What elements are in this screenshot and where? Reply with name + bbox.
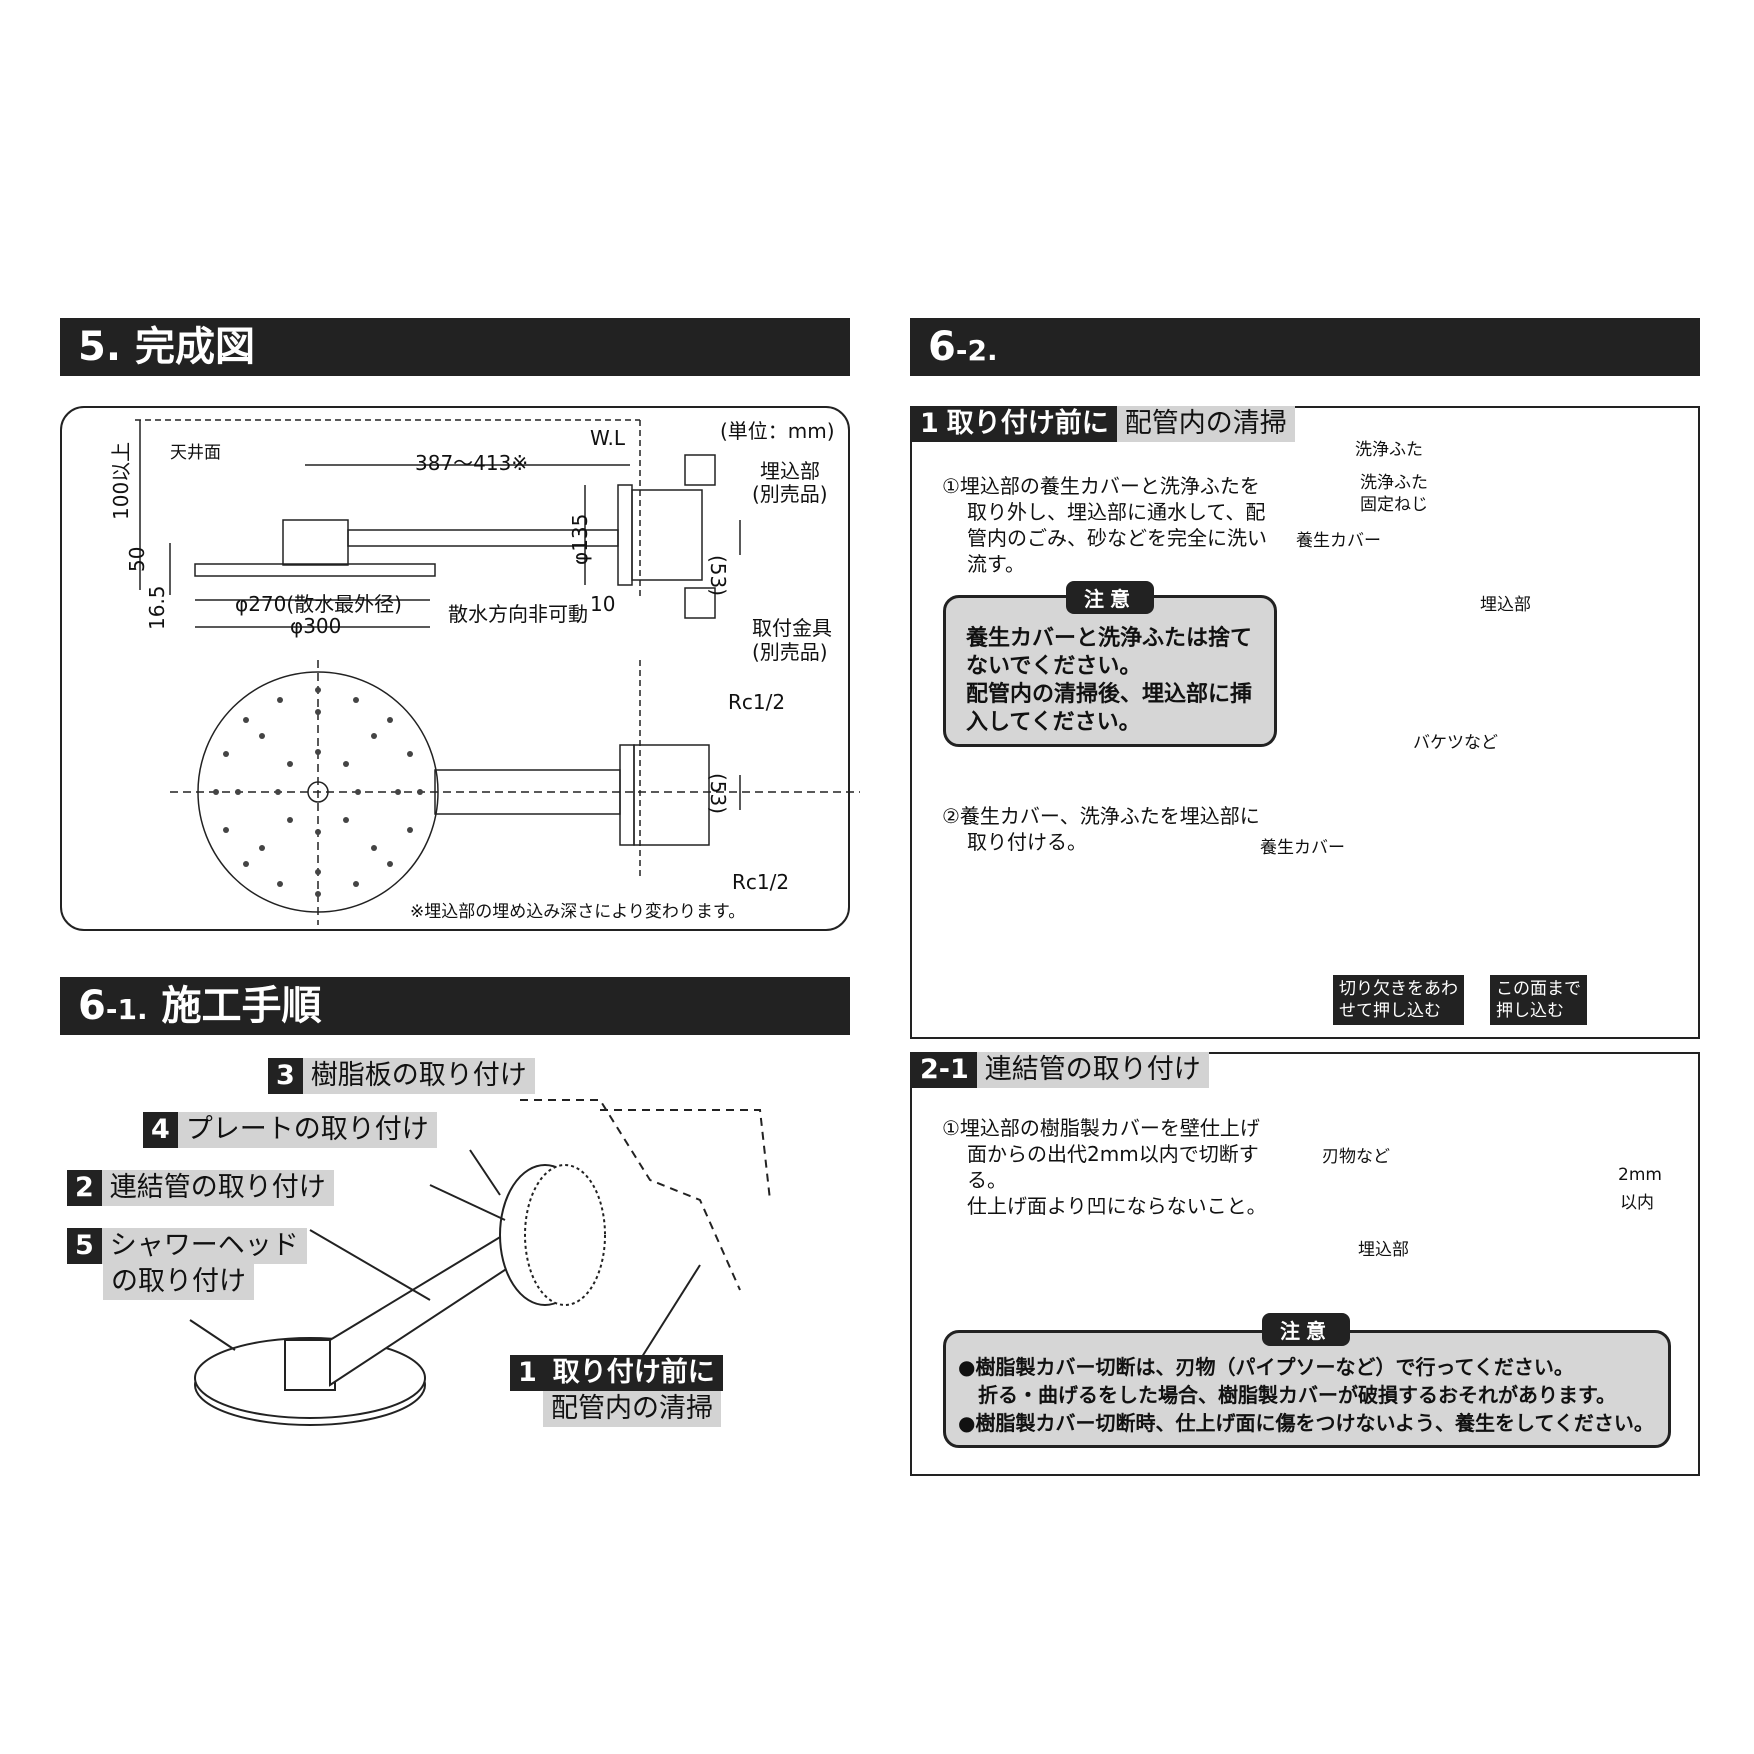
connecting-caution-line1: ●樹脂製カバー切断は、刃物（パイプソーなど）で行ってください。 bbox=[958, 1355, 1574, 1379]
step-4-num: 4 bbox=[143, 1112, 178, 1148]
embed-part-label-2: 埋込部 bbox=[1480, 595, 1531, 615]
section-6-1-number: 6 bbox=[78, 983, 106, 1029]
push-notch-note: 切り欠きをあわ せて押し込む bbox=[1333, 975, 1464, 1025]
connecting-step1-line2: 面からの出代2mm以内で切断す bbox=[967, 1142, 1259, 1166]
drawing-frame bbox=[60, 406, 850, 931]
spray-fixed-label: 散水方向非可動 bbox=[448, 602, 588, 626]
section-6-2-header: 6-2. bbox=[910, 318, 1700, 376]
connecting-step1-line3: る。 bbox=[967, 1168, 1007, 1192]
wash-lid-screw-label-b: 固定ねじ bbox=[1360, 495, 1428, 515]
cleaning-caution-line2: ないでください。 bbox=[966, 654, 1142, 679]
step-1-label: 取り付け前に bbox=[544, 1355, 723, 1391]
within-2mm-b: 以内 bbox=[1620, 1193, 1654, 1213]
pipe-cleaning-tag: 1 取り付け前に 配管内の清掃 bbox=[912, 406, 1295, 442]
dim-50: 50 bbox=[125, 546, 149, 572]
connecting-step1-line4: 仕上げ面より凹にならないこと。 bbox=[967, 1194, 1267, 1218]
embed-part-sold-separately: (別売品) bbox=[752, 482, 828, 506]
connecting-step1-line1: ①埋込部の樹脂製カバーを壁仕上げ bbox=[942, 1116, 1260, 1140]
dim-100: 100以上 bbox=[109, 441, 133, 520]
pipe-cleaning-num: 1 bbox=[912, 406, 947, 442]
dim-16-5: 16.5 bbox=[145, 585, 169, 630]
connecting-pipe-num: 2-1 bbox=[912, 1052, 977, 1088]
cleaning-caution-box: 養生カバーと洗浄ふたは捨て ないでください。 配管内の清掃後、埋込部に挿 入して… bbox=[943, 595, 1277, 747]
dim-300: φ300 bbox=[290, 614, 342, 638]
section-6-2-sub: -2. bbox=[955, 334, 998, 367]
step-3-num: 3 bbox=[268, 1058, 303, 1094]
section-5-header: 5. 完成図 bbox=[60, 318, 850, 376]
connecting-caution-line2: 折る・曲げるをした場合、樹脂製カバーが破損するおそれがあります。 bbox=[958, 1383, 1616, 1407]
connecting-caution-badge: 注意 bbox=[1262, 1313, 1350, 1346]
push-notch-line2: せて押し込む bbox=[1339, 1001, 1441, 1021]
cleaning-step2-line1: ②養生カバー、洗浄ふたを埋込部に bbox=[942, 804, 1260, 828]
cleaning-caution-line1: 養生カバーと洗浄ふたは捨て bbox=[966, 626, 1253, 651]
dim-270: φ270(散水最外径) bbox=[235, 592, 402, 616]
push-face-line1: この面まで bbox=[1496, 979, 1581, 999]
section-6-2-number: 6 bbox=[928, 324, 956, 370]
cleaning-step1-line4: 流す。 bbox=[967, 552, 1025, 576]
embed-part-label-3: 埋込部 bbox=[1358, 1240, 1409, 1260]
wl-label: W.L bbox=[590, 426, 625, 450]
protective-cover-label: 養生カバー bbox=[1296, 531, 1381, 551]
connecting-caution-line3: ●樹脂製カバー切断時、仕上げ面に傷をつけないよう、養生をしてください。 bbox=[958, 1411, 1654, 1435]
connecting-caution-box: ●樹脂製カバー切断は、刃物（パイプソーなど）で行ってください。 折る・曲げるをし… bbox=[943, 1330, 1671, 1448]
step-4-label: プレートの取り付け bbox=[177, 1112, 437, 1148]
drawing-footnote: ※埋込部の埋め込み深さにより変わります。 bbox=[410, 902, 746, 922]
step-5-label2: の取り付け bbox=[103, 1264, 254, 1300]
rc-bottom-label: Rc1/2 bbox=[732, 870, 790, 894]
cleaning-step1-line1: ①埋込部の養生カバーと洗浄ふたを bbox=[942, 474, 1260, 498]
step-1-num: 1 bbox=[510, 1355, 545, 1391]
cleaning-caution-line4: 入してください。 bbox=[966, 710, 1141, 735]
push-notch-line1: 切り欠きをあわ bbox=[1339, 979, 1458, 999]
step-2-num: 2 bbox=[67, 1170, 102, 1206]
pipe-cleaning-tag-a: 取り付け前に bbox=[946, 406, 1117, 442]
step-3-label: 樹脂板の取り付け bbox=[302, 1058, 535, 1094]
cleaning-step1-line3: 管内のごみ、砂などを完全に洗い bbox=[967, 526, 1267, 550]
step-5-tag: 5 シャワーヘッド bbox=[67, 1228, 307, 1264]
blade-label: 刃物など bbox=[1322, 1147, 1390, 1167]
section-6-1-header: 6-1. 施工手順 bbox=[60, 977, 850, 1035]
push-face-note: この面まで 押し込む bbox=[1490, 975, 1587, 1025]
spray-nozzles bbox=[213, 687, 423, 897]
step-5-label: シャワーヘッド bbox=[101, 1228, 307, 1264]
section-5-title: 完成図 bbox=[134, 324, 255, 370]
cleaning-caution-badge: 注意 bbox=[1066, 581, 1154, 614]
bucket-label: バケツなど bbox=[1413, 733, 1498, 753]
wash-lid-label: 洗浄ふた bbox=[1355, 440, 1423, 460]
step-1-tag: 1 取り付け前に bbox=[510, 1355, 723, 1391]
cleaning-step1-line2: 取り外し、埋込部に通水して、配 bbox=[967, 500, 1266, 524]
step-1-label2: 配管内の清掃 bbox=[543, 1391, 721, 1427]
step-5-num: 5 bbox=[67, 1228, 102, 1264]
step-2-label: 連結管の取り付け bbox=[101, 1170, 334, 1206]
section-6-1-title: 施工手順 bbox=[161, 983, 322, 1029]
dim-10: 10 bbox=[590, 592, 616, 616]
unit-label: (単位：mm) bbox=[720, 419, 835, 443]
wash-lid-screw-label-a: 洗浄ふた bbox=[1360, 473, 1428, 493]
dim-53-bottom: (53) bbox=[706, 773, 730, 815]
step-2-tag: 2 連結管の取り付け bbox=[67, 1170, 334, 1206]
push-face-line2: 押し込む bbox=[1496, 1001, 1564, 1021]
protective-cover-label-2: 養生カバー bbox=[1260, 838, 1345, 858]
section-5-number: 5. bbox=[78, 324, 122, 370]
pipe-cleaning-tag-b: 配管内の清掃 bbox=[1116, 406, 1295, 442]
cleaning-caution-line3: 配管内の清掃後、埋込部に挿 bbox=[966, 682, 1253, 707]
cleaning-step2-line2: 取り付ける。 bbox=[967, 830, 1087, 854]
within-2mm-a: 2mm bbox=[1618, 1165, 1662, 1185]
step-4-tag: 4 プレートの取り付け bbox=[143, 1112, 437, 1148]
dim-387-413: 387～413※ bbox=[415, 451, 529, 475]
rc-top-label: Rc1/2 bbox=[728, 690, 786, 714]
section-6-1-sub: -1. bbox=[105, 993, 148, 1026]
dim-53-top: (53) bbox=[706, 555, 730, 597]
dim-135: φ135 bbox=[568, 513, 592, 565]
fitting-label: 取付金具 bbox=[752, 616, 832, 640]
fitting-sold-separately: (別売品) bbox=[752, 640, 828, 664]
connecting-pipe-tag: 2-1 連結管の取り付け bbox=[912, 1052, 1209, 1088]
step-1-tag-line2: 配管内の清掃 bbox=[543, 1391, 721, 1427]
step-5-tag-line2: の取り付け bbox=[103, 1264, 254, 1300]
connecting-pipe-tag-a: 連結管の取り付け bbox=[976, 1052, 1209, 1088]
ceiling-label: 天井面 bbox=[170, 443, 221, 463]
embed-part-label: 埋込部 bbox=[760, 459, 820, 483]
step-3-tag: 3 樹脂板の取り付け bbox=[268, 1058, 535, 1094]
